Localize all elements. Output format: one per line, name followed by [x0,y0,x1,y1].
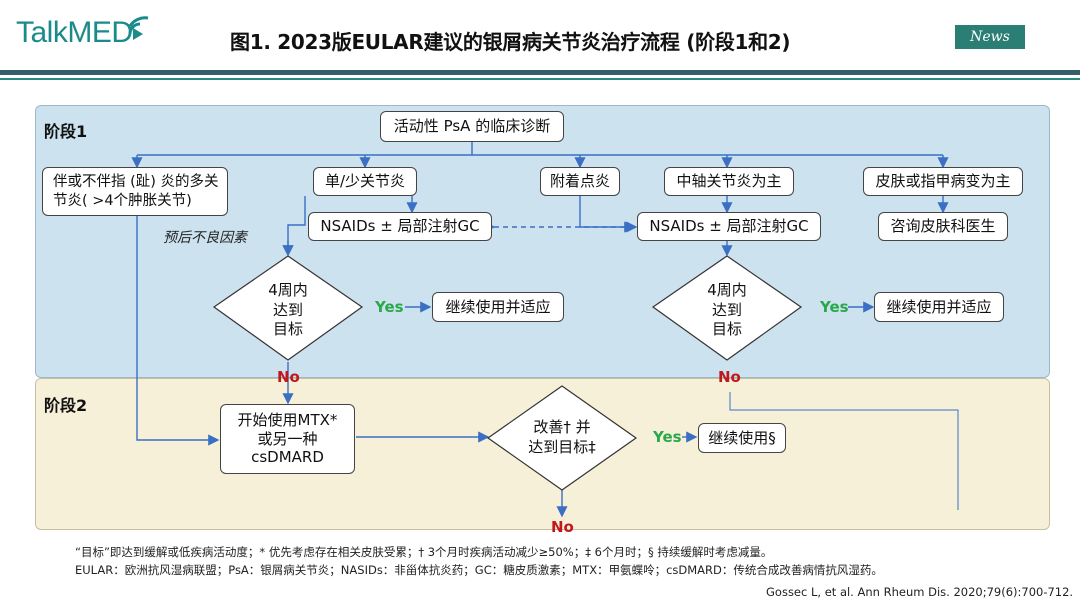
header-rule [0,70,1080,75]
decision-left-text: 4周内 达到 目标 [268,281,308,338]
page-title: 图1. 2023版EULAR建议的银屑病关节炎治疗流程 (阶段1和2) [230,30,791,54]
talkmed-logo: TalkMED [16,16,133,49]
enthesitis-box: 附着点炎 [540,167,620,196]
citation: Gossec L, et al. Ann Rheum Dis. 2020;79(… [766,585,1074,599]
axial-box: 中轴关节炎为主 [664,167,794,196]
stage2-decision-text: 改善† 并 达到目标‡ [507,418,617,457]
decision-diamond-right [651,255,803,361]
decision-diamond-left [212,255,364,361]
start-mtx-line1: 开始使用MTX* [237,410,338,429]
diagnosis-box: 活动性 PsA 的临床诊断 [380,111,564,142]
continue-left-box: 继续使用并适应 [432,292,564,322]
signal-wave-icon [128,16,149,40]
stage2-decision-line1: 改善† 并 [533,418,591,436]
oligoarthritis-box: 单/少关节炎 [313,167,417,196]
footnote-abbreviations: EULAR：欧洲抗风湿病联盟；PsA：银屑病关节炎；NASIDs：非甾体抗炎药；… [75,563,883,577]
continue-right-box: 继续使用并适应 [874,292,1004,322]
start-mtx-line2: 或另一种 [257,429,318,448]
continue-stage2-box: 继续使用§ [698,423,786,453]
skin-nail-box: 皮肤或指甲病变为主 [863,167,1023,196]
decision-right-text: 4周内 达到 目标 [707,281,747,338]
polyarthritis-box: 伴或不伴指 (趾) 炎的多关节炎( >4个肿胀关节) [42,167,228,216]
dermatology-box: 咨询皮肤科医生 [878,212,1008,241]
poor-prognosis-label: 预后不良因素 [163,230,247,246]
yes-left-label: Yes [375,298,404,316]
no-left-label: No [277,368,300,386]
nsaids-left-box: NSAIDs ± 局部注射GC [308,212,492,241]
stage2-label: 阶段2 [44,396,88,415]
nsaids-right-box: NSAIDs ± 局部注射GC [637,212,821,241]
stage1-panel [35,105,1050,378]
footnote-definitions: “目标”即达到缓解或低疾病活动度；* 优先考虑存在相关皮肤受累；† 3个月时疾病… [75,545,773,559]
start-mtx-line3: csDMARD [251,448,324,467]
stage1-label: 阶段1 [44,122,88,141]
stage2-no-label: No [551,518,574,536]
start-mtx-box: 开始使用MTX* 或另一种 csDMARD [220,404,355,474]
news-badge: News [955,25,1025,49]
no-right-label: No [718,368,741,386]
header-rule-accent [0,78,1080,80]
stage2-decision-line2: 达到目标‡ [528,437,596,456]
stage2-yes-label: Yes [653,428,682,446]
yes-right-label: Yes [820,298,849,316]
decision-diamond-stage2 [486,385,638,491]
